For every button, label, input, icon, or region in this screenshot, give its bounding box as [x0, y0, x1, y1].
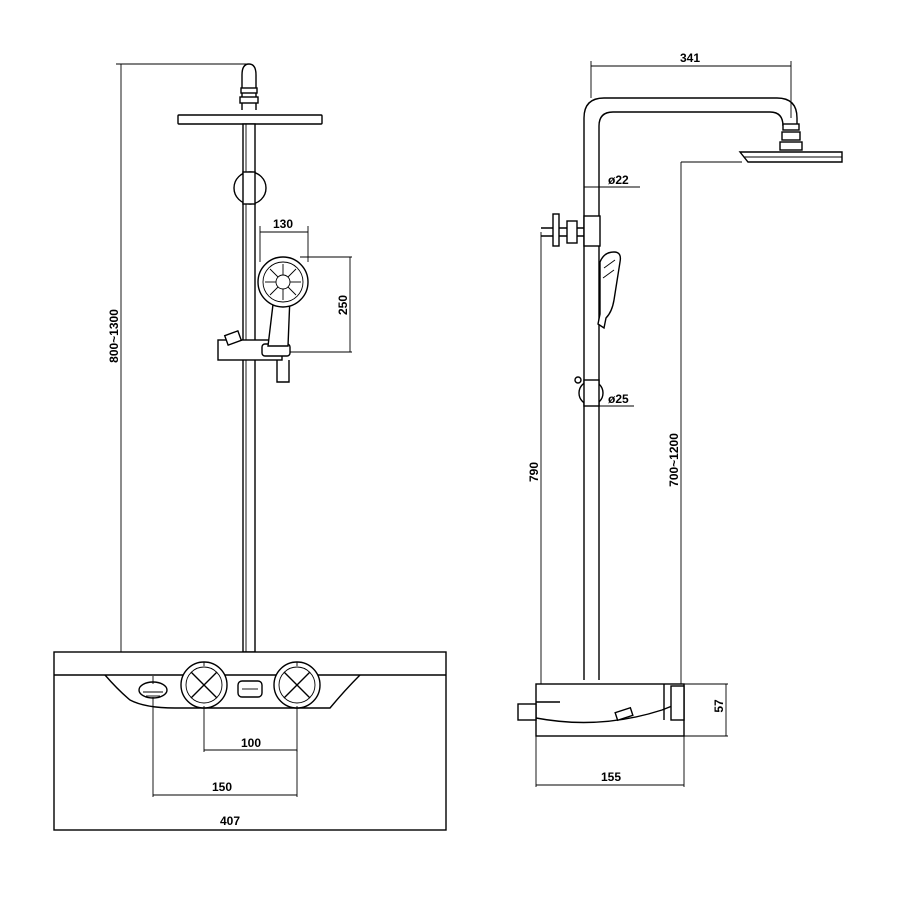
- front-view: 800~1300 130 250 100 150: [53, 63, 447, 831]
- dimension-head-height-label: 700~1200: [667, 433, 681, 487]
- dimension-arm-reach-label: 341: [680, 51, 700, 65]
- dimension-shelf-height-label: 57: [712, 699, 726, 713]
- temperature-control-knob: [180, 661, 228, 709]
- dimension-handset-height-label: 250: [336, 295, 350, 315]
- dimension-valve-spacing-label: 100: [241, 736, 261, 750]
- dimension-total-height-label: 800~1300: [107, 309, 121, 363]
- leader-slider-diameter: ø25: [584, 392, 634, 407]
- slider-knob: [574, 376, 604, 407]
- dimension-inlet-height-label: 790: [527, 462, 541, 482]
- leader-riser-diameter: ø22: [584, 173, 640, 188]
- wall-mount-bracket: [541, 213, 601, 247]
- dimension-handset-width: 130: [259, 217, 309, 262]
- dimension-shelf-height: 57: [684, 683, 728, 737]
- dimension-shelf-width: 407: [54, 814, 446, 831]
- dimension-outlet-spacing-label: 150: [212, 780, 232, 794]
- dimension-head-height: 700~1200: [667, 161, 742, 684]
- dimension-inlet-height: 790: [527, 232, 542, 684]
- leader-riser-diameter-label: ø22: [608, 173, 629, 187]
- rain-shower-head: [177, 63, 323, 125]
- thermostatic-shelf: [53, 651, 447, 831]
- dimension-shelf-width-label: 407: [220, 814, 240, 828]
- leader-slider-diameter-label: ø25: [608, 392, 629, 406]
- dimension-handset-width-label: 130: [273, 217, 293, 231]
- dimension-shelf-depth-label: 155: [601, 770, 621, 784]
- side-view: 341 ø22 ø25 790 700~1200 57: [517, 51, 843, 787]
- spout-outlet: [138, 676, 168, 699]
- flow-control-knob: [273, 661, 321, 709]
- dimension-valve-spacing: 100: [203, 706, 298, 752]
- shelf-profile: [517, 683, 685, 737]
- dimension-arm-reach: 341: [590, 51, 792, 118]
- riser-rail: [242, 123, 256, 653]
- dimension-shelf-depth: 155: [535, 736, 685, 787]
- handset-slider: [217, 330, 291, 383]
- dimension-total-height: 800~1300: [107, 63, 250, 652]
- hand-shower-profile: [597, 251, 622, 330]
- dimension-outlet-spacing: 150: [152, 697, 298, 797]
- diverter-button: [237, 680, 263, 698]
- dimension-handset-height: 250: [290, 256, 352, 353]
- shower-arm: [583, 97, 803, 680]
- rain-shower-head-profile: [738, 151, 843, 163]
- hand-shower: [257, 256, 309, 347]
- wall-bracket: [233, 171, 267, 205]
